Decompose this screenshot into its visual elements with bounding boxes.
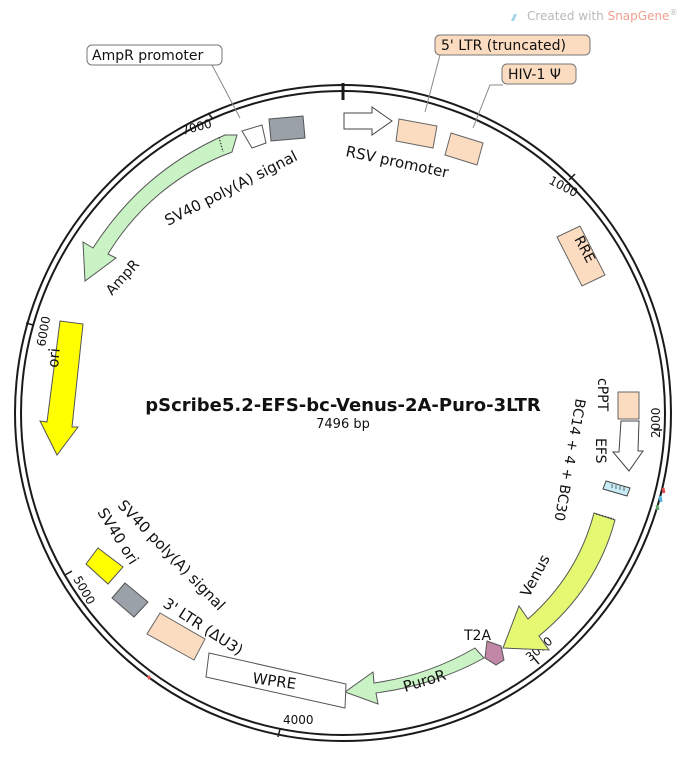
label-t2a: T2A xyxy=(463,628,491,644)
label-puror: PuroR xyxy=(401,666,448,696)
box-ampr-promoter[interactable] xyxy=(86,44,223,66)
svg-text:Created with SnapGene®: Created with SnapGene® xyxy=(527,8,677,23)
feature-ori[interactable] xyxy=(39,320,84,456)
tick-label-2000: 2000 xyxy=(649,407,663,438)
label-ampr-promoter: AmpR promoter xyxy=(92,48,203,64)
feature-hiv1-psi[interactable] xyxy=(444,132,484,166)
feature-sv40-ori[interactable] xyxy=(111,582,149,618)
label-ori: ori xyxy=(44,347,64,368)
tick-label-7000: 7000 xyxy=(180,116,213,137)
label-wpre: WPRE xyxy=(251,669,297,693)
label-rsv-promoter: RSV promoter xyxy=(344,142,451,182)
leader-hiv1-psi xyxy=(472,84,503,129)
feature-5ltr[interactable] xyxy=(395,118,438,149)
tick-label-6000: 6000 xyxy=(34,315,53,348)
tick-marks xyxy=(25,112,662,738)
label-barcode: BC14 + 4 + BC30 xyxy=(551,397,588,522)
feature-wpre[interactable] xyxy=(205,652,347,709)
feature-efs[interactable] xyxy=(611,420,644,472)
label-cppt: cPPT xyxy=(594,378,610,412)
backbone-marks xyxy=(146,487,666,680)
watermark-brand: SnapGene xyxy=(608,9,670,23)
feature-ampr[interactable] xyxy=(82,134,238,282)
plasmid-name: pScribe5.2-EFS-bc-Venus-2A-Puro-3LTR xyxy=(145,395,541,416)
label-venus: Venus xyxy=(517,551,554,599)
feature-sv40-polya-bottom[interactable] xyxy=(85,547,124,585)
venus-dotted-edge xyxy=(595,513,615,520)
feature-rre[interactable] xyxy=(556,225,606,287)
feature-puror[interactable] xyxy=(343,647,485,705)
feature-ampr-promoter[interactable] xyxy=(241,124,267,149)
feature-3ltr[interactable] xyxy=(146,612,206,661)
feature-cppt[interactable] xyxy=(617,391,640,420)
label-efs: EFS xyxy=(592,438,608,464)
watermark-reg: ® xyxy=(669,8,677,17)
feature-barcode[interactable] xyxy=(602,480,631,497)
box-hiv1-psi[interactable] xyxy=(501,63,577,85)
feature-sv40-polya-top[interactable] xyxy=(268,115,306,142)
label-5ltr: 5' LTR (truncated) xyxy=(441,38,566,54)
leader-5ltr xyxy=(424,54,441,113)
ampr-dotted-edge xyxy=(218,136,224,153)
tick-label-4000: 4000 xyxy=(283,713,314,727)
snapgene-logo-icon xyxy=(511,14,517,21)
feature-t2a[interactable] xyxy=(484,640,505,666)
plasmid-size: 7496 bp xyxy=(316,417,370,432)
label-hiv1-psi: HIV-1 Ψ xyxy=(508,67,561,83)
watermark-prefix: Created with xyxy=(527,9,608,23)
feature-rsv-promoter[interactable] xyxy=(343,106,393,136)
feature-venus[interactable] xyxy=(502,512,616,651)
box-5ltr[interactable] xyxy=(434,34,591,56)
snapgene-watermark: Created with SnapGene® xyxy=(511,8,677,23)
